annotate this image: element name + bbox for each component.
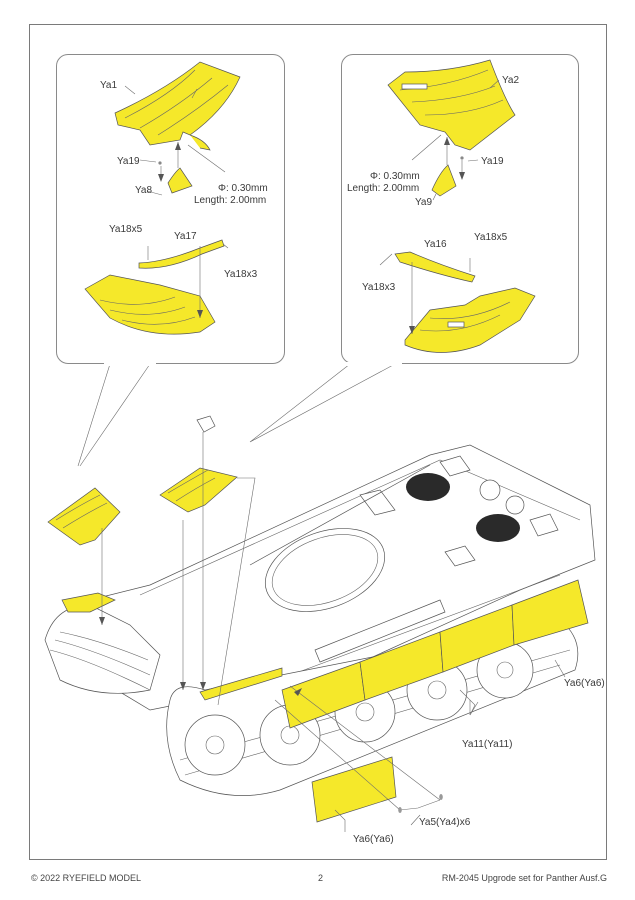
part-ya8-bracket (167, 167, 193, 194)
label-ya18x5-left: Ya18x5 (109, 224, 143, 235)
page-number: 2 (318, 873, 324, 883)
label-wire-diameter-left: Φ: 0.30mm (218, 183, 268, 194)
assembly-arrows-main (99, 432, 443, 813)
part-ya1-fender (114, 61, 241, 151)
tank-tracks-rear (44, 604, 161, 694)
skirt-panel-loose (311, 756, 397, 823)
fender-loose-rear-left (47, 487, 121, 546)
label-ya19-right: Ya19 (481, 156, 504, 167)
label-ya1: Ya1 (100, 80, 118, 91)
tow-hook-part (196, 415, 216, 433)
label-ya16: Ya16 (424, 239, 447, 250)
part-ya16-strip (394, 251, 476, 283)
label-ya17: Ya17 (174, 231, 197, 242)
footer-copyright: © 2022 RYEFIELD MODEL (31, 873, 142, 883)
label-ya18x5-right: Ya18x5 (474, 232, 508, 243)
label-wire-length-right: Length: 2.00mm (347, 183, 420, 194)
part-fender-lower-left (84, 274, 216, 335)
part-fender-lower-right (404, 287, 536, 353)
part-ya9-bracket (431, 164, 457, 197)
engine-grilles (359, 455, 559, 567)
assembly-arrows-left (158, 142, 226, 182)
label-ya9: Ya9 (415, 197, 433, 208)
label-ya5-bolts: Ya5(Ya4)x6 (419, 817, 471, 828)
engine-hatches (406, 473, 525, 542)
label-ya8: Ya8 (135, 185, 153, 196)
label-ya6-rear: Ya6(Ya6) (564, 678, 605, 689)
footer-product-title: RM-2045 Upgrode set for Panther Ausf.G (441, 873, 607, 883)
assembly-arrows-left-lower (147, 243, 229, 318)
assembly-arrows-right-lower (379, 253, 471, 334)
barrel-cleaning-rod (249, 464, 446, 663)
label-ya2: Ya2 (502, 75, 520, 86)
label-ya19-left: Ya19 (117, 156, 140, 167)
label-wire-length-left: Length: 2.00mm (194, 195, 267, 206)
assembly-arrows-right (411, 134, 465, 180)
skirt-panels-installed (61, 579, 589, 729)
label-ya11: Ya11(Ya11) (462, 739, 513, 750)
label-wire-diameter-right: Φ: 0.30mm (370, 171, 420, 182)
fender-loose-rear-right (159, 467, 238, 513)
callout-tail-left (77, 362, 156, 467)
page-frame (29, 24, 607, 860)
turret-ring (264, 528, 386, 612)
part-ya17-strip (138, 239, 225, 269)
part-ya2-fender (387, 59, 516, 151)
label-ya6-front: Ya6(Ya6) (353, 834, 394, 845)
label-ya18x3-left: Ya18x3 (224, 269, 258, 280)
callout-tail-right (249, 362, 402, 443)
label-ya18x3-right: Ya18x3 (362, 282, 396, 293)
